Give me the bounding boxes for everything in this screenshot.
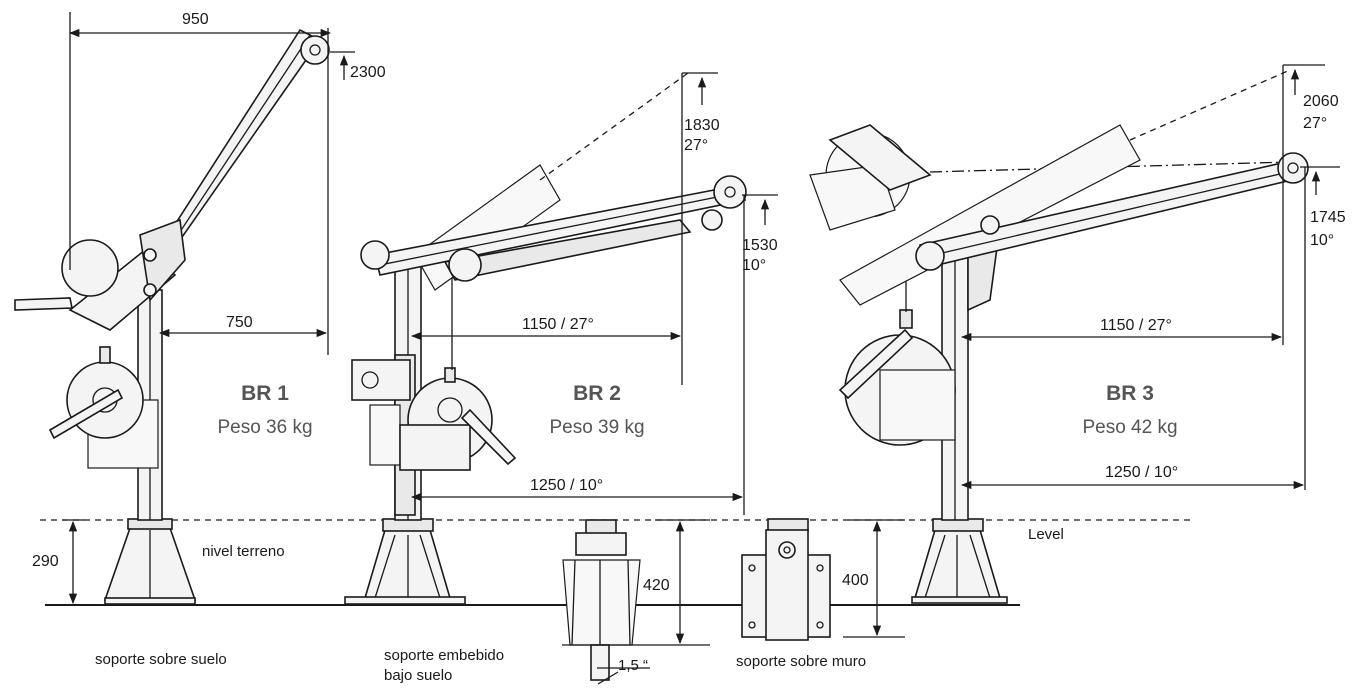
floor-mount-caption: soporte sobre suelo bbox=[95, 651, 227, 668]
br3-height-27-angle: 27° bbox=[1303, 115, 1327, 132]
br1-weight-label: Peso 36 kg bbox=[217, 417, 312, 438]
br1-model-label: BR 1 bbox=[241, 382, 289, 405]
br3-height-10-angle: 10° bbox=[1310, 232, 1334, 249]
br1-reach-label: 750 bbox=[226, 314, 253, 331]
br2-height-27-angle: 27° bbox=[684, 137, 708, 154]
level-label: Level bbox=[1028, 526, 1064, 543]
br3-height-10-value: 1745 bbox=[1310, 209, 1346, 226]
br2-height-27-value: 1830 bbox=[684, 117, 720, 134]
crane-br2 bbox=[344, 72, 747, 605]
embedded-depth-label: 420 bbox=[643, 577, 670, 594]
br2-height-10-angle: 10° bbox=[742, 257, 766, 274]
br2-reach-10-label: 1250 / 10° bbox=[530, 477, 603, 494]
br3-model-label: BR 3 bbox=[1106, 382, 1154, 405]
crane-br1 bbox=[14, 28, 330, 605]
br2-reach-27-label: 1150 / 27° bbox=[522, 316, 594, 333]
base-height-label: 290 bbox=[32, 553, 59, 570]
br2-weight-label: Peso 39 kg bbox=[549, 417, 644, 438]
br2-model-label: BR 2 bbox=[573, 382, 621, 405]
wall-mount-caption: soporte sobre muro bbox=[736, 653, 866, 670]
br3-weight-label: Peso 42 kg bbox=[1082, 417, 1177, 438]
br1-top-reach-label: 950 bbox=[182, 11, 209, 28]
tube-size-label: 1,5 “ bbox=[618, 657, 648, 674]
embedded-mount-caption-line1: soporte embebido bbox=[384, 647, 504, 664]
br3-height-27-value: 2060 bbox=[1303, 93, 1339, 110]
wall-height-label: 400 bbox=[842, 572, 869, 589]
crane-br3 bbox=[809, 69, 1309, 604]
wall-support bbox=[741, 518, 831, 641]
ground-level-label: nivel terreno bbox=[202, 543, 285, 560]
embedded-mount-caption-line2: bajo suelo bbox=[384, 667, 452, 684]
br2-height-10-value: 1530 bbox=[742, 237, 778, 254]
br3-reach-27-label: 1150 / 27° bbox=[1100, 317, 1172, 334]
embedded-support bbox=[562, 519, 710, 681]
br3-reach-10-label: 1250 / 10° bbox=[1105, 464, 1178, 481]
br1-height-label: 2300 bbox=[350, 64, 386, 81]
